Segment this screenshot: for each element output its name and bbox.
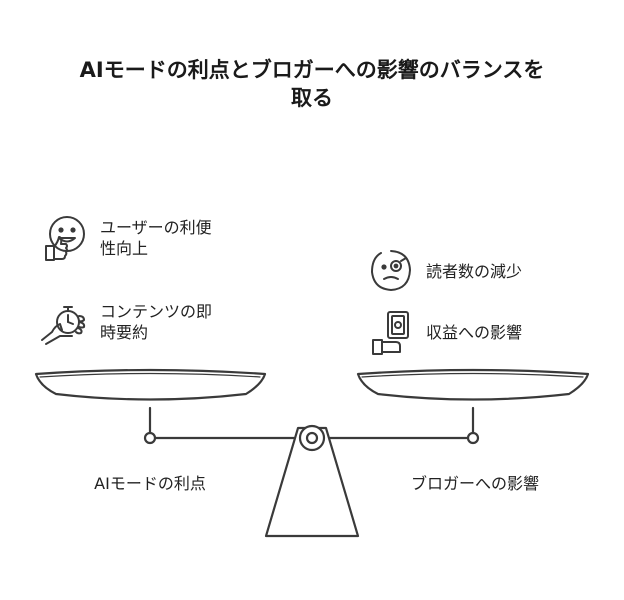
right-pan <box>356 368 590 401</box>
left-item-2-line-2: 時要約 <box>100 323 149 342</box>
right-hanger-joint <box>466 431 480 445</box>
diagram-title: AIモードの利点とブロガーへの影響のバランスを 取る <box>20 56 604 112</box>
left-item-2-line-1: コンテンツの即 <box>100 302 213 321</box>
worried-face-icon <box>371 250 411 291</box>
title-line-1: AIモードの利点とブロガーへの影響のバランスを <box>79 58 545 82</box>
hand-money-icon <box>372 311 409 355</box>
right-item-1-line-1: 読者数の減少 <box>426 261 523 281</box>
right-item-revenue: 収益への影響 <box>370 308 522 356</box>
hand-stopwatch-icon <box>41 306 86 345</box>
right-item-2-line-1: 収益への影響 <box>426 322 523 342</box>
left-item-1-line-1: ユーザーの利便 <box>100 218 212 237</box>
pivot-inner <box>305 431 319 445</box>
right-item-readers: 読者数の減少 <box>366 246 522 296</box>
right-side-label: ブロガーへの影響 <box>410 474 539 493</box>
thumbs-up-smile-icon <box>45 216 85 261</box>
left-item-summary: コンテンツの即 時要約 <box>38 296 212 348</box>
pivot-outer <box>298 424 326 452</box>
left-hanger-joint <box>143 431 157 445</box>
left-item-1-line-2: 性向上 <box>100 239 149 258</box>
left-pan <box>34 368 267 401</box>
title-line-2: 取る <box>291 86 333 110</box>
left-side-label: AIモードの利点 <box>94 474 206 493</box>
left-item-convenience: ユーザーの利便 性向上 <box>38 212 212 264</box>
